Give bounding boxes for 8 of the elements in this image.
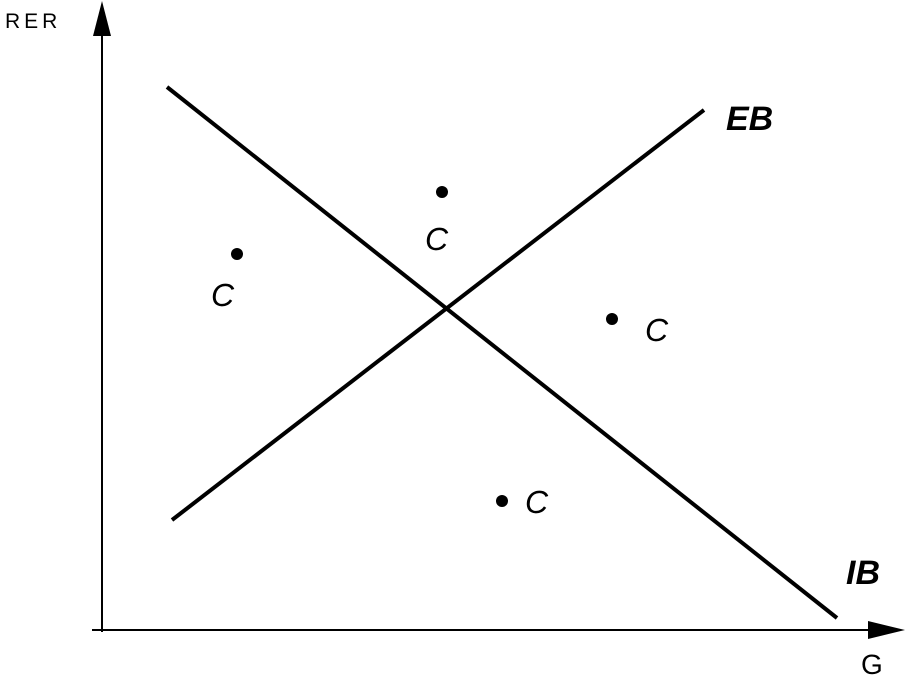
line-label: EB <box>726 102 774 136</box>
point-label: C <box>425 223 448 255</box>
axis-label: RER <box>5 11 62 32</box>
point-label: C <box>211 279 234 311</box>
point-label: C <box>645 314 668 346</box>
point-label: C <box>525 486 548 518</box>
line-label: IB <box>846 556 880 590</box>
axis-label: G <box>861 651 883 679</box>
